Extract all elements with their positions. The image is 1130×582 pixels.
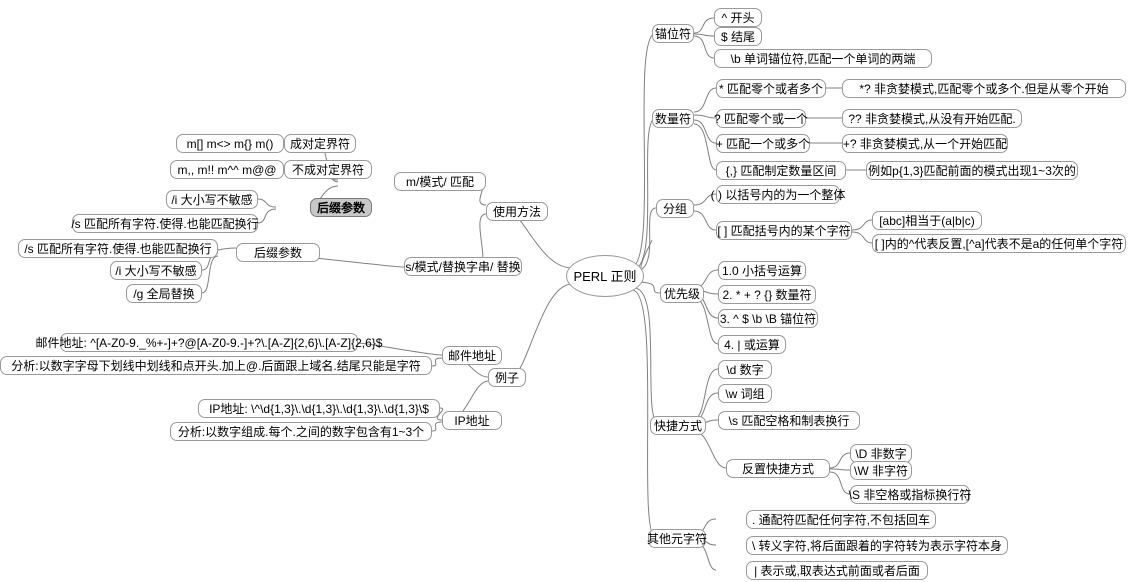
m-suffix-i[interactable]: /i 大小写不敏感 [166, 190, 258, 209]
quantifiers-child-1[interactable]: ? 匹配零个或一个 [714, 109, 808, 128]
shortcuts-grandchild-1[interactable]: \W 非字符 [850, 461, 912, 480]
quantifiers-child-3[interactable]: {,} 匹配制定数量区间 [716, 161, 846, 180]
quantifiers-grandchild-1[interactable]: ?? 非贪婪模式,从没有开始匹配. [842, 109, 1022, 128]
ip-analysis-value[interactable]: 分析:以数字组成.每个.之间的数字包含有1~3个 [170, 422, 432, 441]
grouping-grandchild-0[interactable]: [abc]相当于(a|b|c) [872, 211, 982, 230]
quantifiers-child-0[interactable]: * 匹配零个或者多个 [716, 79, 826, 98]
branch-priority[interactable]: 优先级 [660, 284, 704, 303]
branch-shortcuts[interactable]: 快捷方式 [650, 416, 706, 435]
ip-regex-value[interactable]: IP地址: \^\d{1,3}\.\d{1,3}\.\d{1,3}\.\d{1,… [198, 399, 440, 418]
example-email-node[interactable]: 邮件地址 [442, 346, 502, 365]
shortcuts-child-1[interactable]: \w 词组 [718, 384, 772, 403]
other-meta-child-1[interactable]: \ 转义字符,将后面跟着的字符转为表示字符本身 [746, 536, 1008, 555]
other-meta-child-2[interactable]: | 表示或,取表达式前面或者后面 [746, 561, 928, 580]
shortcuts-child-0[interactable]: \d 数字 [718, 360, 772, 379]
m-suffix-s[interactable]: /s 匹配所有字符.使得.也能匹配换行 [71, 214, 259, 233]
shortcuts-child-3[interactable]: 反置快捷方式 [726, 459, 830, 478]
branch-usage[interactable]: 使用方法 [486, 202, 548, 221]
branch-other-meta[interactable]: 其他元字符 [647, 529, 707, 548]
branch-anchors[interactable]: 锚位符 [652, 24, 694, 43]
branch-examples[interactable]: 例子 [488, 368, 526, 387]
usage-s-node[interactable]: s/模式/替换字串/ 替换 [404, 257, 522, 276]
shortcuts-grandchild-2[interactable]: \S 非空格或指标换行符 [849, 485, 971, 504]
shortcuts-child-2[interactable]: \s 匹配空格和制表换行 [718, 411, 860, 430]
usage-m-node[interactable]: m/模式/ 匹配 [394, 172, 486, 191]
branch-quantifiers[interactable]: 数量符 [652, 109, 694, 128]
anchors-child-1[interactable]: $ 结尾 [714, 27, 762, 46]
root-node[interactable]: PERL 正则 [566, 255, 644, 297]
branch-grouping[interactable]: 分组 [656, 199, 694, 218]
quantifiers-grandchild-0[interactable]: *? 非贪婪模式,匹配零个或多个.但是从零个开始 [842, 79, 1126, 98]
grouping-grandchild-1[interactable]: [ ]内的^代表反置,[^a]代表不是a的任何单个字符 [872, 234, 1126, 253]
grouping-child-1[interactable]: [ ] 匹配括号内的某个字符 [716, 221, 852, 240]
s-child-suffix-params[interactable]: 后缀参数 [236, 243, 320, 262]
example-ip-node[interactable]: IP地址 [442, 411, 502, 430]
email-analysis-value[interactable]: 分析:以数字字母下划线中划线和点开头.加上@.后面跟上域名.结尾只能是字符 [0, 356, 432, 375]
priority-child-0[interactable]: 1.0 小括号运算 [718, 261, 806, 280]
m-child-suffix-params[interactable]: 后缀参数 [310, 198, 372, 217]
priority-child-2[interactable]: 3. ^ $ \b \B 锚位符 [718, 309, 818, 328]
priority-child-3[interactable]: 4. | 或运算 [718, 335, 786, 354]
paired-delimiters-value[interactable]: m[] m<> m{} m() [176, 134, 284, 153]
grouping-child-0[interactable]: ( ) 以括号内的为一个整体 [711, 185, 845, 204]
unpaired-delimiters-value[interactable]: m,, m!! m^^ m@@ [170, 160, 284, 179]
s-suffix-g[interactable]: /g 全局替换 [126, 284, 202, 303]
other-meta-child-0[interactable]: . 通配符匹配任何字符,不包括回车 [746, 510, 936, 529]
s-suffix-s[interactable]: /s 匹配所有字符.使得.也能匹配换行 [18, 239, 218, 258]
anchors-child-2[interactable]: \b 单词锚位符,匹配一个单词的两端 [714, 49, 932, 68]
m-child-unpaired[interactable]: 不成对定界符 [284, 160, 372, 179]
anchors-child-0[interactable]: ^ 开头 [714, 8, 762, 27]
quantifiers-grandchild-3[interactable]: 例如p{1,3}匹配前面的模式出现1~3次的 [866, 161, 1078, 180]
quantifiers-grandchild-2[interactable]: +? 非贪婪模式,从一个开始匹配 [842, 134, 1008, 153]
email-regex-value[interactable]: 邮件地址: ^[A-Z0-9._%+-]+?@[A-Z0-9.-]+?\.[A-… [36, 333, 382, 352]
s-suffix-i[interactable]: /i 大小写不敏感 [110, 261, 202, 280]
priority-child-1[interactable]: 2. * + ? {} 数量符 [718, 285, 816, 304]
quantifiers-child-2[interactable]: + 匹配一个或多个 [716, 134, 810, 153]
m-child-paired[interactable]: 成对定界符 [284, 134, 356, 153]
